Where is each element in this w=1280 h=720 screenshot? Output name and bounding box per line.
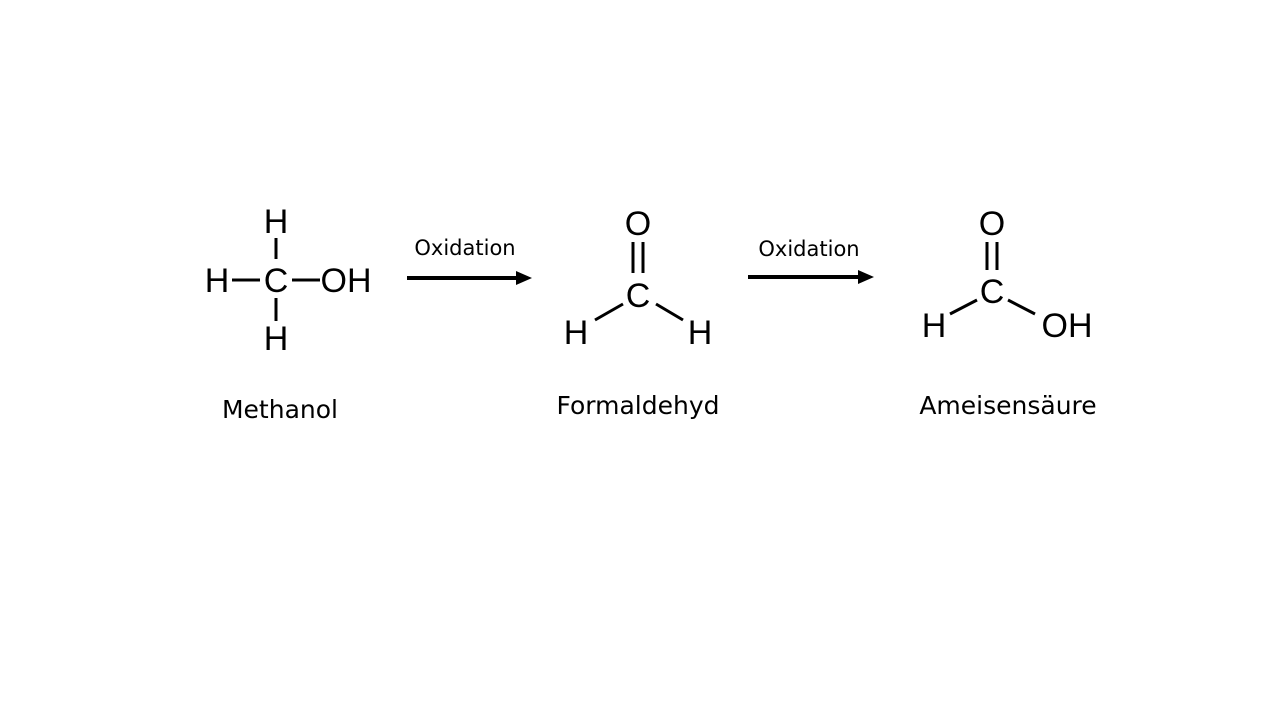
formaldehyde-carbon: C <box>626 277 651 315</box>
formaldehyde-bond-right <box>655 302 684 322</box>
formic-acid-oxygen: O <box>979 205 1005 243</box>
formaldehyde-label: Formaldehyd <box>556 391 719 420</box>
methanol-h-top: H <box>264 203 289 241</box>
methanol-h-left: H <box>205 262 230 300</box>
formic-acid-structure: O C H OH <box>922 205 1093 345</box>
arrow-head-2 <box>858 270 874 284</box>
formaldehyde-h-right: H <box>688 314 713 352</box>
methanol-carbon: C <box>264 262 289 300</box>
formic-acid-h-left: H <box>922 307 947 345</box>
arrow-head-1 <box>516 271 532 285</box>
methanol-h-bottom: H <box>264 320 289 358</box>
oxidation-arrow-2: Oxidation <box>748 237 874 284</box>
formaldehyde-structure: O C H H <box>564 205 713 352</box>
formaldehyde-h-left: H <box>564 314 589 352</box>
formic-acid-bond-right <box>1007 298 1036 316</box>
formic-acid-hydroxyl: OH <box>1042 307 1093 345</box>
oxidation-label-1: Oxidation <box>414 236 515 260</box>
formic-acid-carbon: C <box>980 273 1005 311</box>
methanol-hydroxyl: OH <box>321 262 372 300</box>
formaldehyde-bond-left <box>594 302 624 322</box>
formaldehyde-oxygen: O <box>625 205 651 243</box>
oxidation-label-2: Oxidation <box>758 237 859 261</box>
formic-acid-label: Ameisensäure <box>919 391 1096 420</box>
oxidation-arrow-1: Oxidation <box>407 236 532 285</box>
methanol-structure: H H C OH H <box>205 203 372 358</box>
formic-acid-bond-left <box>949 298 978 316</box>
methanol-label: Methanol <box>222 395 338 424</box>
